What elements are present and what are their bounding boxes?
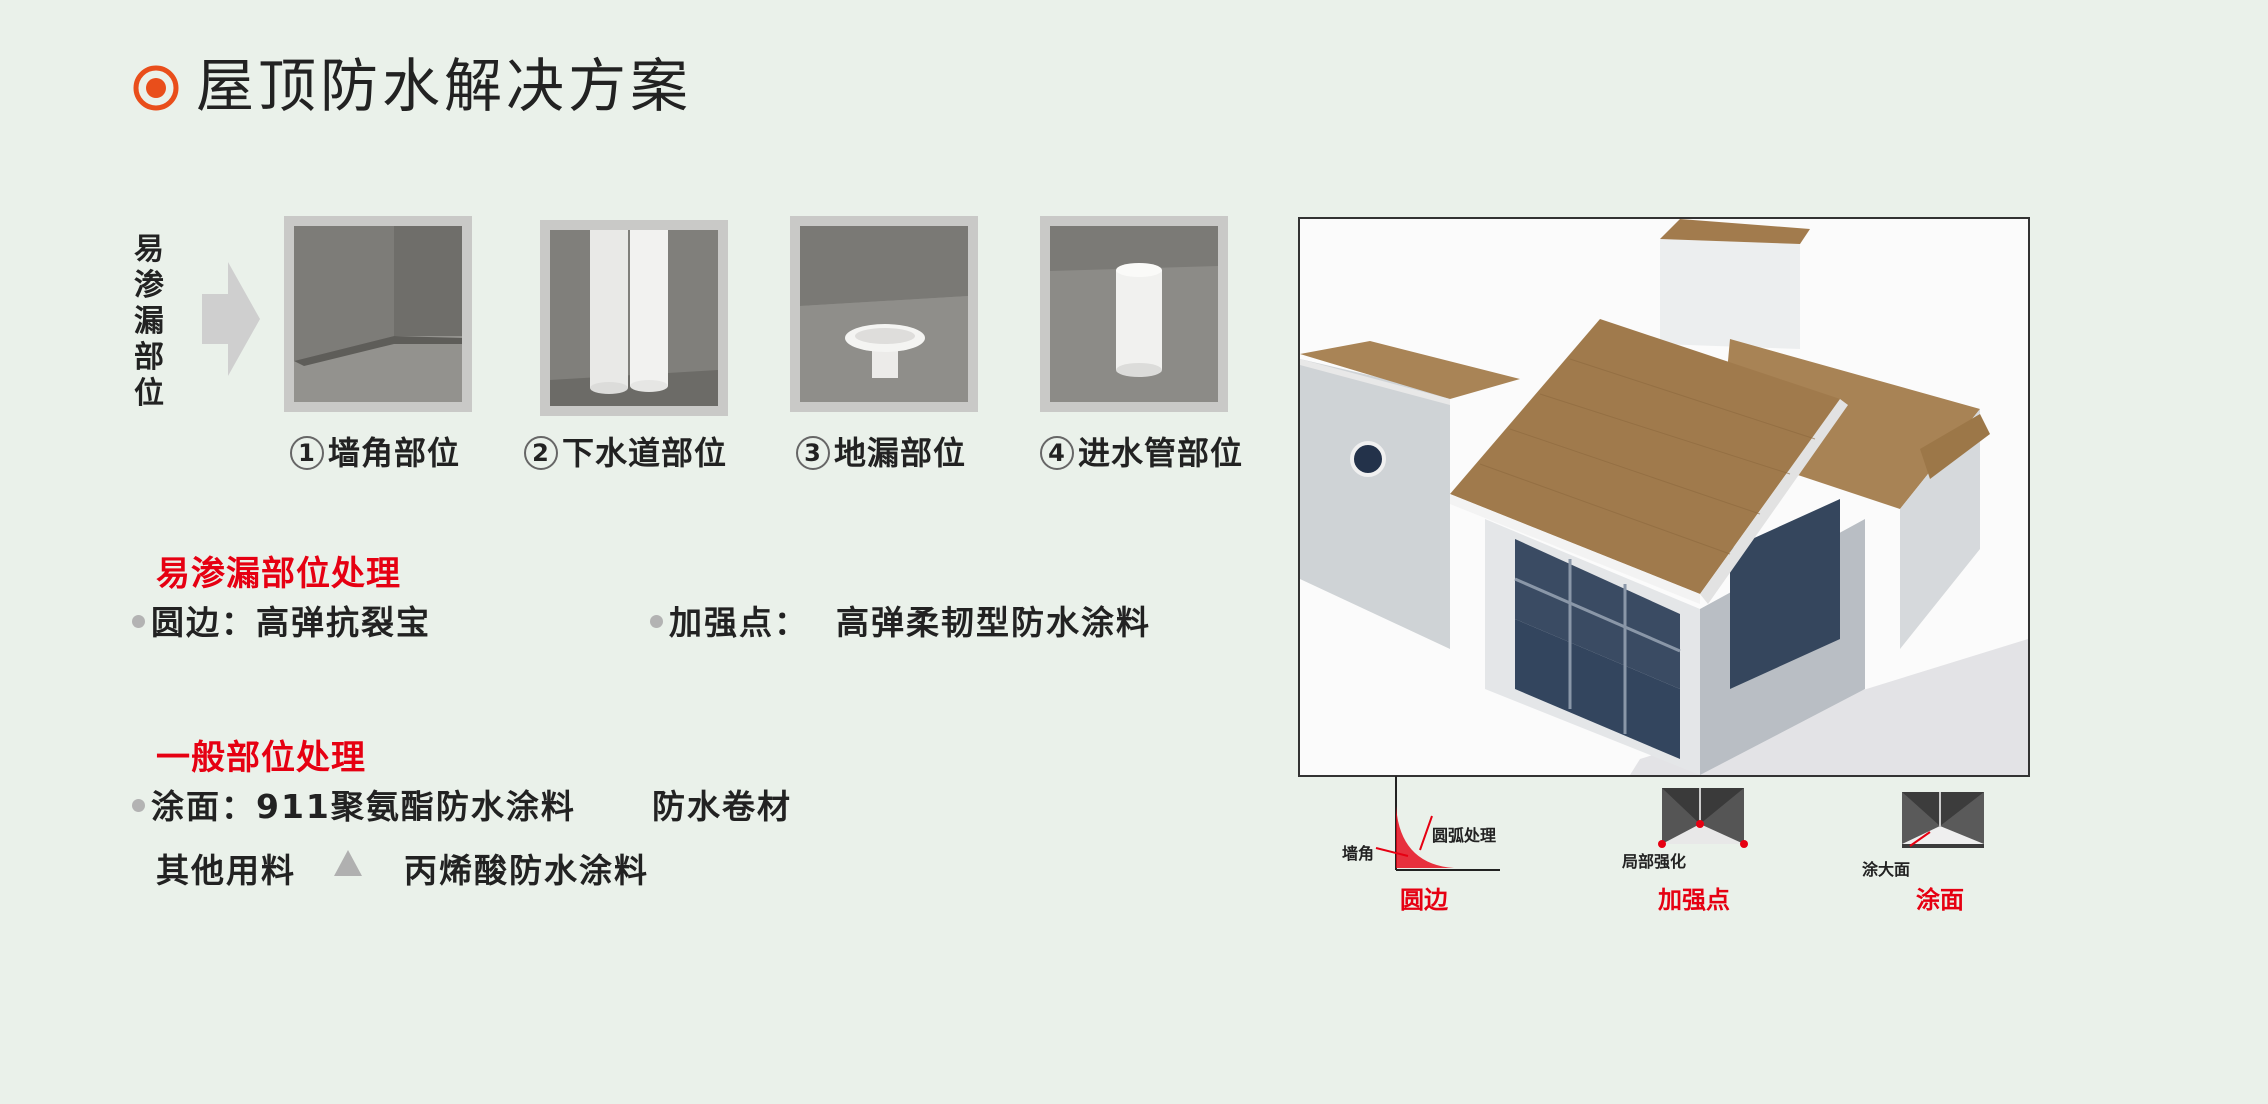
number-badge: 1 [290,436,324,470]
photo-drain-pipes [540,220,728,416]
general-item-coating-text: 涂面：911聚氨酯防水涂料 [151,787,576,826]
number-badge: 2 [524,436,558,470]
tile-label-text: 下水道部位 [562,434,728,472]
diagram-label-surface: 涂大面 [1862,860,1911,879]
other-materials-label: 其他用料 [156,851,296,890]
general-item-membrane: 防水卷材 [652,787,792,826]
surface-diagram [1902,792,1984,848]
round-edge-diagram [1375,776,1500,871]
leak-item-reinforce: 加强点： 高弹柔韧型防水涂料 [650,596,1151,644]
diagram-caption-reinforce: 加强点 [1658,886,1730,914]
triangle-icon [334,850,362,880]
photo-inlet-pipe [1040,216,1228,412]
diagram-label-arc: 圆弧处理 [1432,826,1497,845]
target-bullet-icon [133,65,179,111]
leak-item-round-edge-text: 圆边：高弹抗裂宝 [151,603,431,642]
general-item-coating: 涂面：911聚氨酯防水涂料 [132,780,576,828]
side-label-char: 部 [134,340,164,375]
diagram-label-local: 局部强化 [1622,852,1687,871]
photo-wall-corner [284,216,472,412]
tile-label-text: 进水管部位 [1078,434,1244,472]
side-label-char: 渗 [134,268,164,303]
leak-item-reinforce-text: 加强点： 高弹柔韧型防水涂料 [669,603,1151,642]
photo-floor-drain [790,216,978,412]
diagram-label-corner: 墙角 [1342,844,1375,863]
reinforce-diagram [1658,788,1748,848]
number-badge: 4 [1040,436,1074,470]
side-label: 易 渗 漏 部 位 [128,232,170,412]
bullet-dot [132,799,145,812]
bullet-dot [132,615,145,628]
side-label-char: 易 [134,232,164,267]
side-label-char: 位 [134,376,164,411]
leak-item-round-edge: 圆边：高弹抗裂宝 [132,596,431,644]
acrylic-coating-text: 丙烯酸防水涂料 [404,851,649,890]
bullet-dot [650,615,663,628]
section-heading-general: 一般部位处理 [156,738,366,778]
section-heading-leak-prone: 易渗漏部位处理 [156,554,401,594]
right-arrow-icon [202,262,260,376]
tile-label-text: 地漏部位 [834,434,967,472]
diagram-caption-surface: 涂面 [1916,886,1964,914]
diagram-caption-round-edge: 圆边 [1400,886,1448,914]
number-badge: 3 [796,436,830,470]
house-illustration [1298,217,2030,777]
tile-label-text: 墙角部位 [328,434,461,472]
side-label-char: 漏 [134,304,164,339]
page-title: 屋顶防水解决方案 [196,52,693,120]
